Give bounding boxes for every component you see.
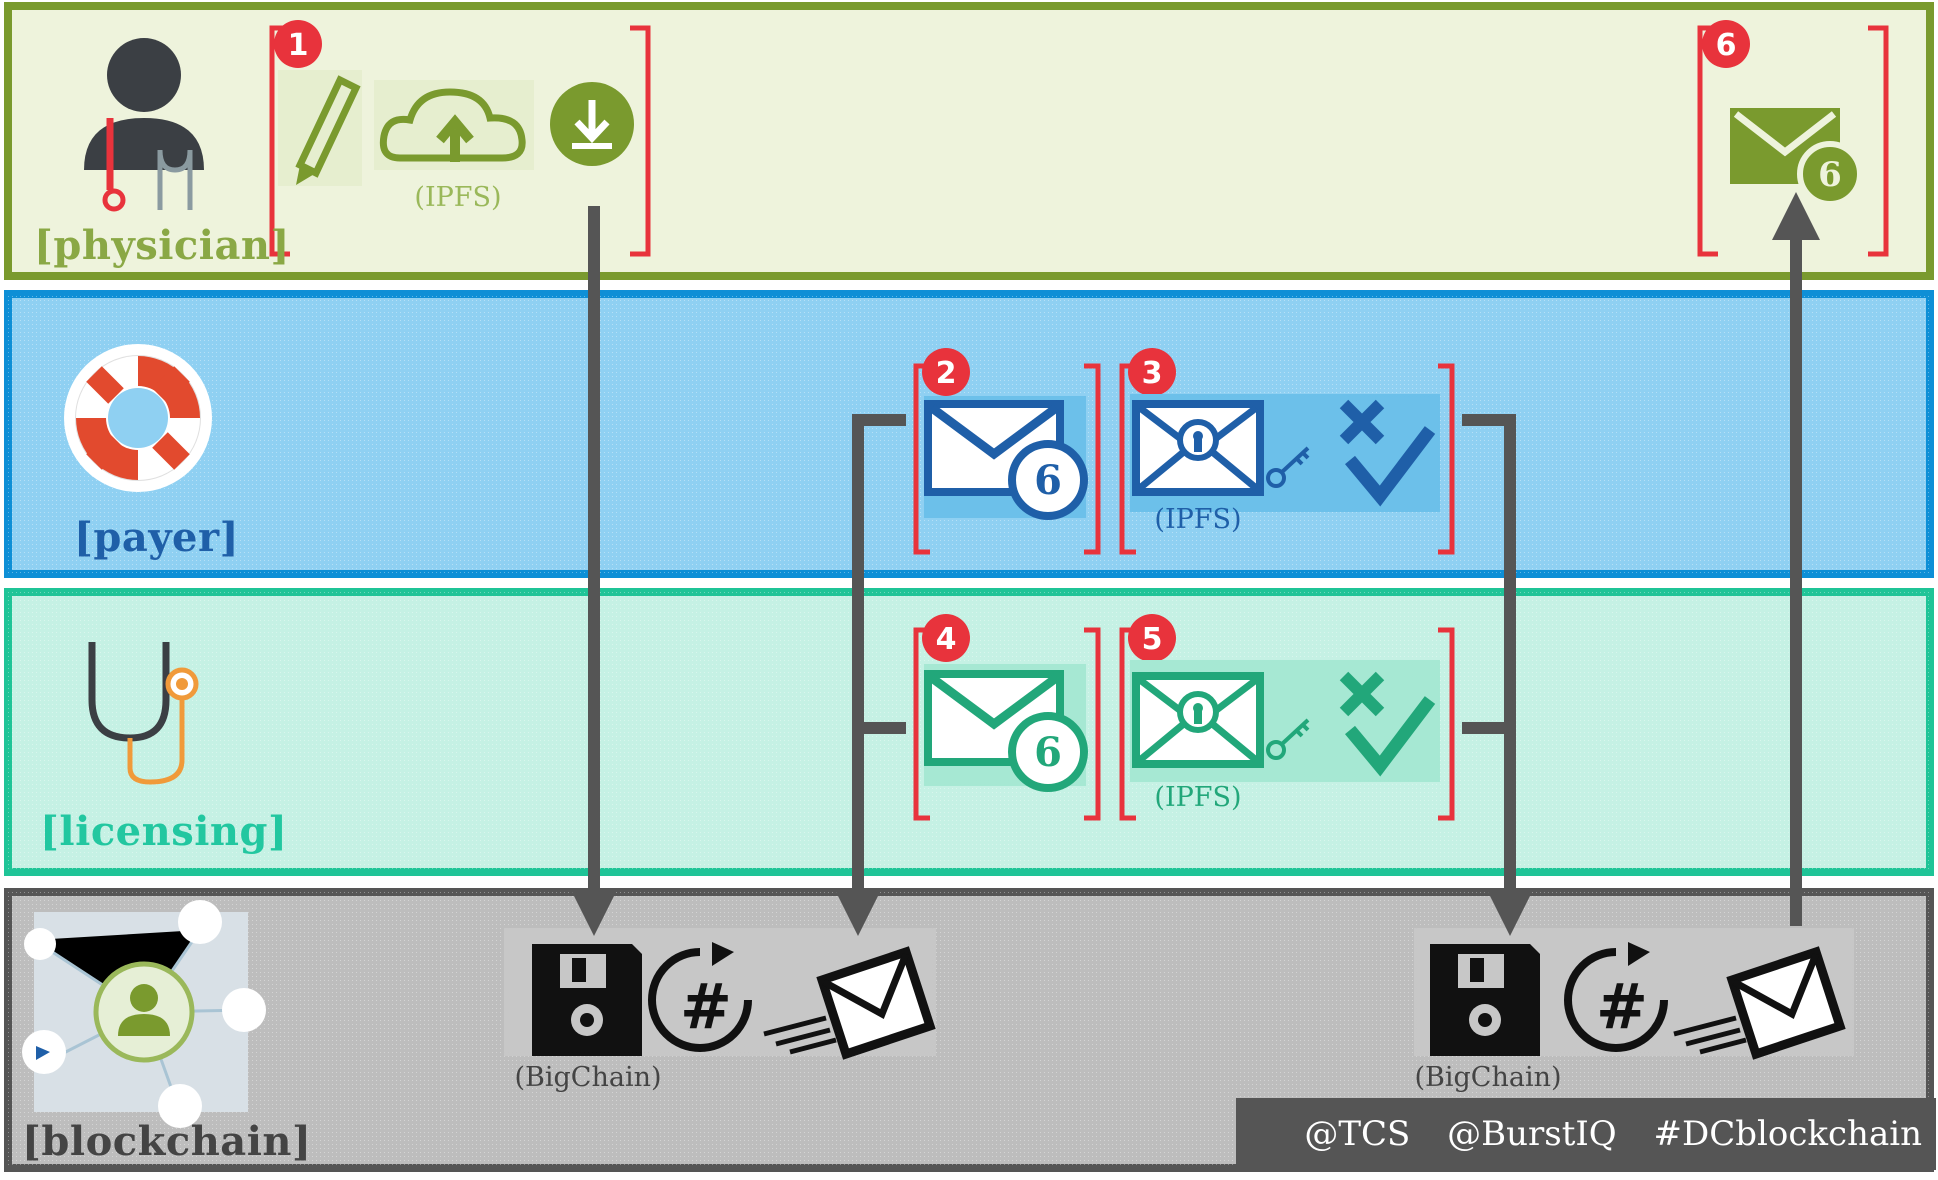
svg-text:6: 6 xyxy=(1818,155,1842,195)
bracket-step4 xyxy=(913,627,1101,821)
key-icon xyxy=(1266,446,1310,488)
send-envelope-icon-right xyxy=(1673,946,1846,1060)
svg-text:#: # xyxy=(1596,970,1648,1043)
licensing-locked-envelope-icon xyxy=(1130,660,1440,782)
badge-step5: 5 xyxy=(1128,614,1176,662)
cloud-upload-icon xyxy=(374,80,534,170)
lane-label-physician: [physician] xyxy=(34,222,290,269)
licensing-envelope-count-icon: 6 xyxy=(924,664,1088,792)
approve-reject-icon xyxy=(1339,399,1436,507)
lane-label-blockchain: [blockchain] xyxy=(22,1118,312,1165)
bracket-step5 xyxy=(1119,627,1455,821)
caption-payer-ipfs: (IPFS) xyxy=(1154,504,1241,535)
envelope-count-icon: 6 xyxy=(1730,108,1863,207)
download-icon xyxy=(550,82,634,166)
svg-text:2: 2 xyxy=(936,356,957,391)
badge-step6: 6 xyxy=(1702,20,1750,68)
caption-bigchain-left: (BigChain) xyxy=(515,1062,662,1093)
send-envelope-icon xyxy=(763,946,936,1060)
footer-tag-dcblockchain: #DCblockchain xyxy=(1653,1114,1923,1154)
svg-text:1: 1 xyxy=(288,28,309,63)
svg-text:5: 5 xyxy=(1142,622,1163,657)
connector-right-join xyxy=(1462,414,1534,936)
footer-tag-burstiq: @BurstIQ xyxy=(1447,1114,1617,1154)
caption-bigchain-right: (BigChain) xyxy=(1415,1062,1562,1093)
svg-text:3: 3 xyxy=(1142,356,1163,391)
lane-label-licensing: [licensing] xyxy=(40,808,288,855)
physician-icon xyxy=(84,38,204,212)
svg-text:6: 6 xyxy=(1716,28,1737,63)
lifebuoy-icon xyxy=(64,344,212,492)
locked-envelope-icon xyxy=(1130,394,1440,512)
svg-text:#: # xyxy=(680,970,732,1043)
hash-refresh-icon: # xyxy=(648,942,752,1052)
badge-step3: 3 xyxy=(1128,348,1176,396)
licensing-key-icon xyxy=(1266,718,1310,760)
payer-envelope-count-icon: 6 xyxy=(924,396,1088,520)
pencil-icon xyxy=(278,70,362,186)
svg-text:4: 4 xyxy=(936,622,957,657)
floppy-disk-icon xyxy=(532,944,642,1056)
badge-step4: 4 xyxy=(922,614,970,662)
connector-left-join xyxy=(834,414,906,936)
lane-label-payer: [payer] xyxy=(74,514,240,561)
badge-step1: 1 xyxy=(274,20,322,68)
floppy-disk-icon-right xyxy=(1430,944,1540,1056)
caption-licensing-ipfs: (IPFS) xyxy=(1154,782,1241,813)
stethoscope-icon xyxy=(88,642,199,785)
licensing-approve-reject-icon xyxy=(1339,671,1436,777)
badge-step2: 2 xyxy=(922,348,970,396)
footer-tags: @TCS @BurstIQ #DCblockchain xyxy=(1236,1098,1936,1170)
svg-text:6: 6 xyxy=(1034,729,1062,776)
footer-tag-tcs: @TCS xyxy=(1304,1114,1411,1154)
caption-physician-ipfs: (IPFS) xyxy=(414,182,501,213)
network-user-icon xyxy=(22,900,266,1128)
svg-text:6: 6 xyxy=(1034,457,1062,504)
hash-refresh-icon-right: # xyxy=(1564,942,1668,1052)
